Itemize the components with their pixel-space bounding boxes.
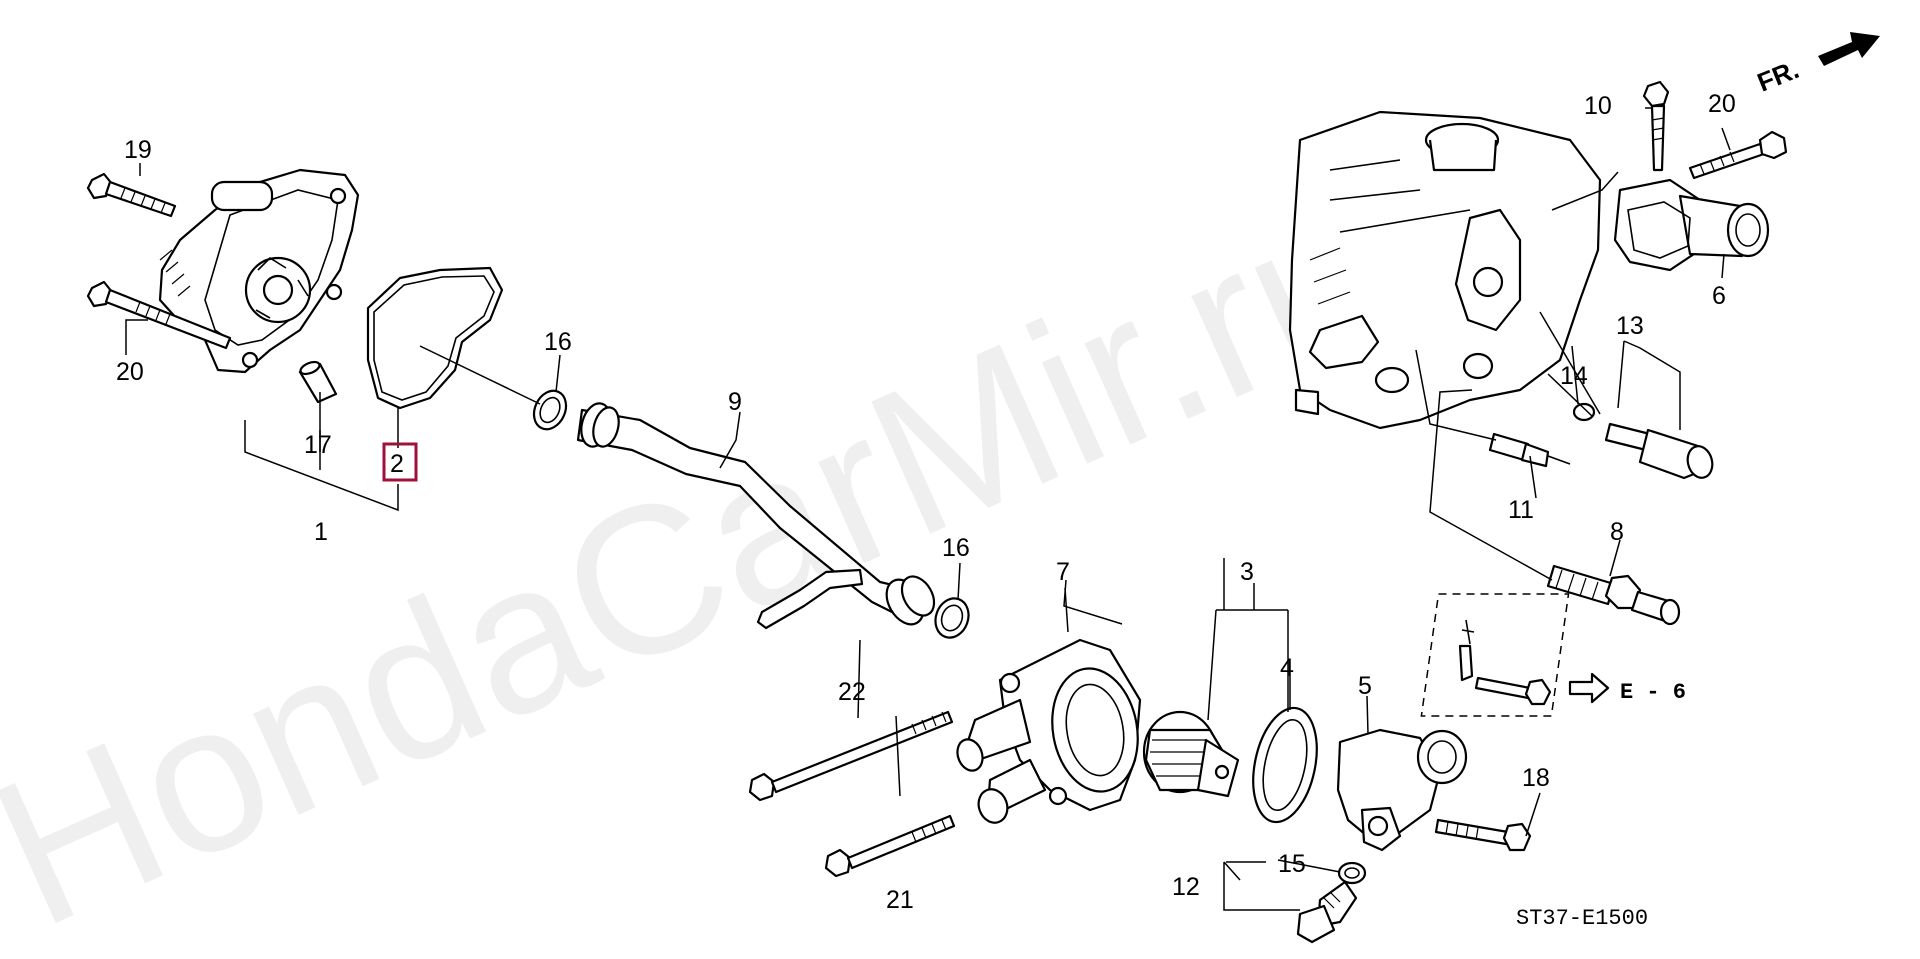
leader-lines — [125, 107, 1731, 911]
diagram-ref-code: ST37-E1500 — [1516, 906, 1648, 931]
highlight-box — [382, 442, 418, 482]
callout-7[interactable]: 7 — [1056, 558, 1070, 586]
callout-3[interactable]: 3 — [1240, 558, 1254, 586]
callout-19[interactable]: 19 — [124, 136, 152, 164]
washer-15[interactable] — [1337, 861, 1367, 885]
o-ring-16-upper[interactable] — [528, 386, 572, 435]
front-label: FR. — [1753, 54, 1803, 98]
callout-20-left[interactable]: 20 — [116, 358, 144, 386]
pump-gasket-2[interactable] — [366, 266, 504, 410]
callout-9[interactable]: 9 — [728, 388, 742, 416]
temp-sensor-13[interactable] — [1572, 402, 1716, 481]
harness-clip-assembly[interactable] — [1420, 593, 1610, 717]
temp-sender-12[interactable] — [1296, 861, 1367, 944]
bolt-20-left[interactable] — [86, 280, 232, 350]
callout-2[interactable]: 2 — [390, 450, 404, 478]
callout-20-right[interactable]: 20 — [1708, 90, 1736, 118]
callout-12[interactable]: 12 — [1172, 873, 1200, 901]
callout-8[interactable]: 8 — [1610, 518, 1624, 546]
callout-14[interactable]: 14 — [1560, 362, 1588, 390]
thermostat-3[interactable] — [1142, 710, 1240, 798]
callout-21[interactable]: 21 — [886, 886, 914, 914]
front-arrow-icon — [1818, 32, 1880, 66]
temp-sensor-11[interactable] — [1488, 432, 1571, 468]
front-direction-indicator: FR. — [1753, 32, 1880, 98]
bolt-22[interactable] — [748, 710, 954, 802]
callout-13[interactable]: 13 — [1616, 312, 1644, 340]
callout-4[interactable]: 4 — [1280, 654, 1294, 682]
bleed-bolt-10[interactable] — [1642, 80, 1670, 172]
bolt-20-right[interactable] — [1688, 130, 1788, 180]
water-pipe-9[interactable] — [576, 400, 941, 631]
thermostat-gasket-4[interactable] — [1244, 702, 1327, 828]
water-pump[interactable] — [158, 168, 360, 374]
cross-ref-arrow[interactable] — [1568, 672, 1610, 704]
o-ring-16-lower[interactable] — [930, 594, 974, 643]
callout-22[interactable]: 22 — [838, 678, 866, 706]
callout-6[interactable]: 6 — [1712, 282, 1726, 310]
dowel-pin-17[interactable] — [298, 360, 338, 404]
washer-14[interactable] — [1572, 402, 1596, 422]
bolt-19[interactable] — [86, 172, 177, 218]
callout-16-upper[interactable]: 16 — [544, 328, 572, 356]
coolant-outlet-6[interactable] — [1613, 178, 1770, 272]
callout-10[interactable]: 10 — [1584, 92, 1612, 120]
callout-18[interactable]: 18 — [1522, 764, 1550, 792]
cross-ref-label[interactable]: E - 6 — [1620, 680, 1686, 705]
water-outlet-5[interactable] — [1336, 728, 1468, 852]
bolt-21[interactable] — [824, 814, 956, 878]
bolt-18[interactable] — [1434, 818, 1532, 852]
callout-5[interactable]: 5 — [1358, 672, 1372, 700]
callout-17[interactable]: 17 — [304, 431, 332, 459]
callout-1[interactable]: 1 — [314, 518, 328, 546]
thermostat-housing-7[interactable] — [953, 638, 1147, 827]
heater-fitting-8[interactable] — [1546, 564, 1681, 626]
callout-11[interactable]: 11 — [1508, 496, 1534, 524]
callout-16-lower[interactable]: 16 — [942, 534, 970, 562]
engine-block — [1288, 110, 1602, 430]
callout-15[interactable]: 15 — [1278, 850, 1306, 878]
